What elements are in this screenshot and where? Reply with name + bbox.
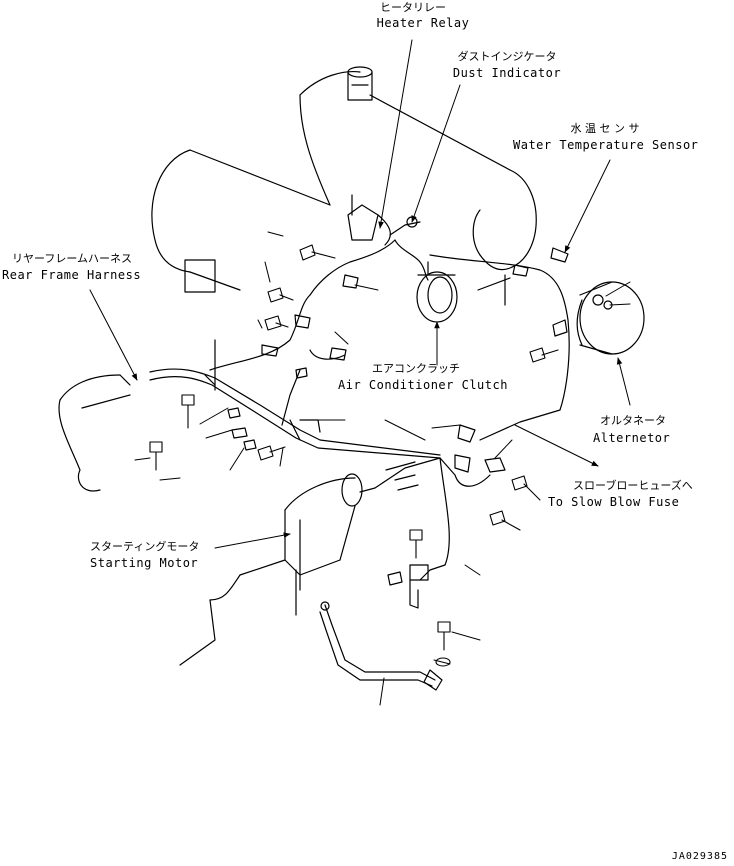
alternator-label-jp: オルタネータ: [600, 414, 666, 427]
alternator-label-en: Alternetor: [593, 431, 671, 445]
slow-blow-fuse-label-jp: スローブローヒューズへ: [573, 479, 693, 492]
ground-cable: [319, 601, 443, 691]
leader-lines: [89, 39, 631, 706]
harness-wires: [149, 239, 570, 581]
ac-clutch-part: [416, 261, 458, 323]
dust-indicator-label-en: Dust Indicator: [452, 66, 562, 80]
ac-clutch-label-en: Air Conditioner Clutch: [338, 378, 508, 392]
bolts: [149, 244, 559, 667]
document-code: JA029385: [671, 851, 728, 862]
rear-frame-harness-label-en: Rear Frame Harness: [2, 268, 142, 282]
starting-motor-label-en: Starting Motor: [90, 556, 199, 570]
starting-motor-label-jp: スターティングモータ: [90, 540, 200, 553]
rear-frame-part: [58, 374, 131, 492]
air-cleaner-tank: [151, 66, 537, 293]
heater-relay-label-en: Heater Relay: [376, 16, 470, 30]
starting-motor-part: [179, 473, 363, 666]
rear-frame-harness-label-jp: リヤーフレームハーネス: [12, 252, 133, 265]
clamps: [227, 247, 569, 609]
water-temp-sensor-label-jp: 水 温 セ ン サ: [570, 122, 640, 135]
slow-blow-fuse-label-en: To Slow Blow Fuse: [548, 495, 680, 509]
water-temp-sensor-label-en: Water Temperature Sensor: [513, 138, 699, 152]
heater-relay-label-jp: ヒータリレー: [380, 1, 446, 14]
ac-clutch-label-jp: エアコンクラッチ: [372, 362, 460, 375]
dust-indicator-label-jp: ダストインジケータ: [457, 50, 557, 63]
